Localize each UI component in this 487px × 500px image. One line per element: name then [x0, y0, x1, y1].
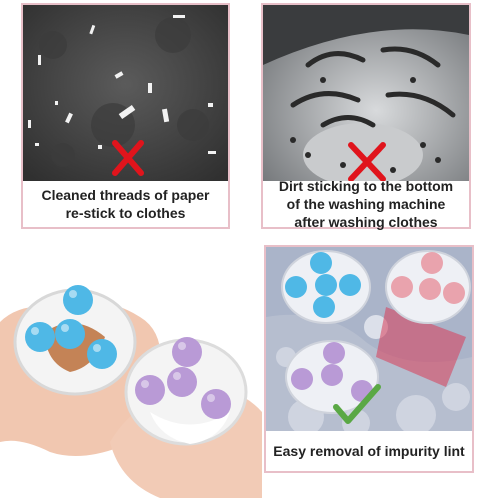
caption-paper-threads: Cleaned threads of paper re-stick to clo…	[41, 187, 210, 221]
caption-box: Easy removal of impurity lint	[266, 431, 472, 471]
filter-purple	[124, 337, 248, 446]
panel-easy-removal: Easy removal of impurity lint	[264, 245, 474, 473]
panel-paper-threads: Cleaned threads of paper re-stick to clo…	[21, 3, 230, 229]
caption-machine-dirt: Dirt sticking to the bottom of the washi…	[278, 178, 454, 230]
filter-blue-floating	[281, 250, 371, 324]
dark-fabric-photo	[23, 5, 228, 181]
red-x-icon	[112, 140, 144, 176]
caption-box: Cleaned threads of paper re-stick to clo…	[23, 181, 228, 227]
filter-pink-floating	[385, 250, 471, 324]
hands-holding-filters-photo	[0, 285, 262, 498]
caption-box: Dirt sticking to the bottom of the washi…	[263, 178, 469, 230]
red-x-icon	[348, 142, 386, 181]
paper-lint-fragments	[28, 15, 216, 154]
panel-machine-dirt: Dirt sticking to the bottom of the washi…	[261, 3, 471, 230]
floating-filters-photo	[266, 247, 472, 431]
green-check-icon	[333, 384, 381, 424]
caption-easy-removal: Easy removal of impurity lint	[273, 443, 465, 459]
washing-drum-photo	[263, 5, 469, 181]
filter-blue	[13, 285, 137, 396]
